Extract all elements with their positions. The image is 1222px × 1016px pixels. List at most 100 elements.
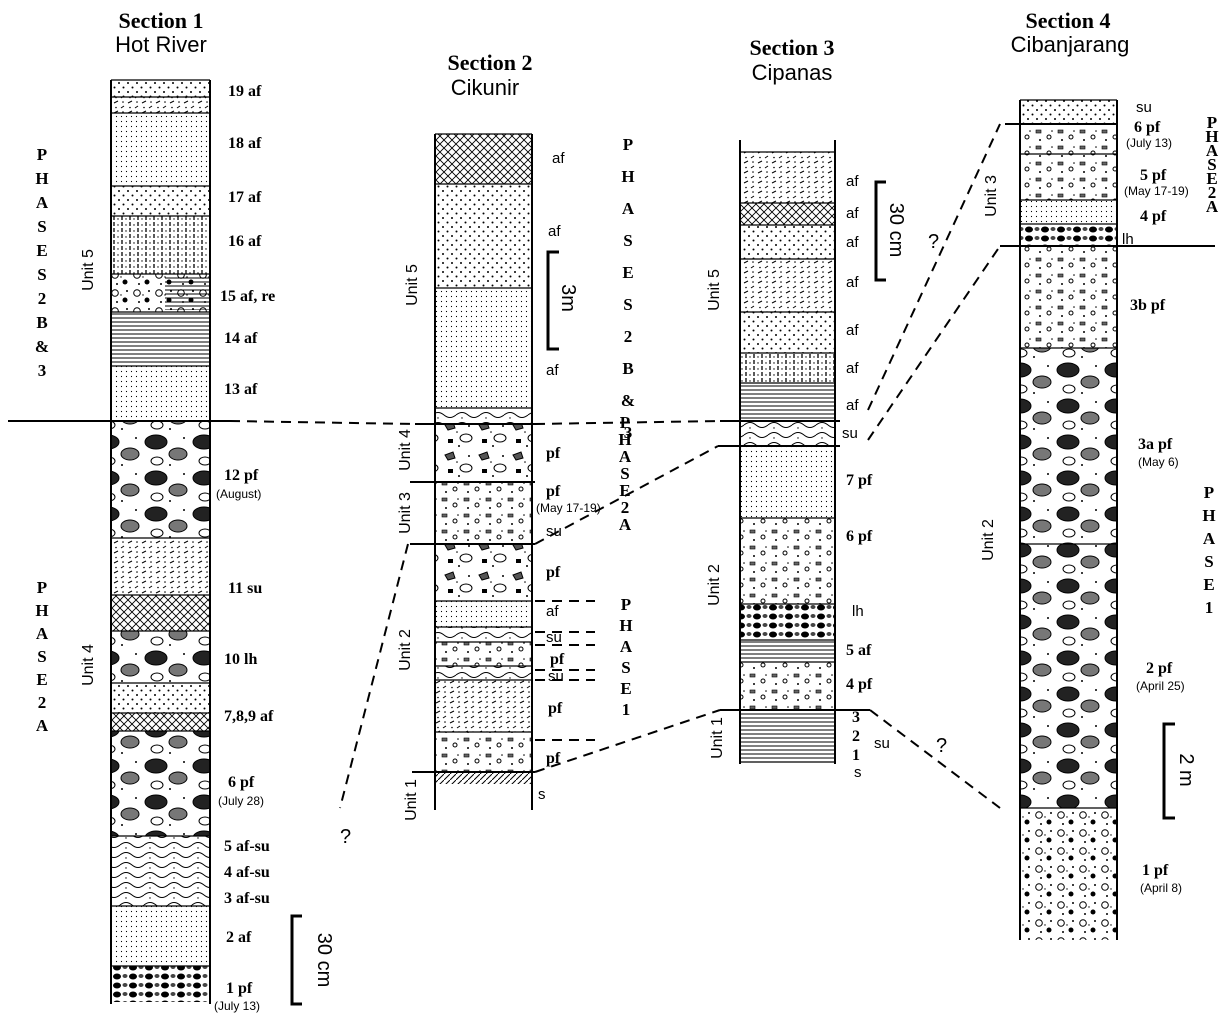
s2-layer-label: af — [548, 223, 561, 240]
s1-scale-label: 30 cm — [313, 933, 335, 987]
s2-layer-label: af — [552, 150, 565, 167]
section-3-name: Cipanas — [752, 60, 833, 85]
s4-layer-label: 3a pf — [1138, 436, 1173, 453]
s4-date: (April 8) — [1140, 881, 1182, 895]
s1-layer-label: 7,8,9 af — [224, 708, 274, 725]
s2-unit-label: Unit 4 — [397, 429, 414, 471]
s3-layer-label: 5 af — [846, 642, 872, 659]
s2-date: (May 17-19) — [536, 501, 601, 515]
s1-layer-label: 5 af-su — [224, 838, 270, 855]
s4-layer-label: 1 pf — [1142, 862, 1169, 879]
s1-date: (August) — [216, 487, 261, 501]
s4-layer-label: 4 pf — [1140, 208, 1167, 225]
s2-layer-label: pf — [546, 483, 561, 500]
s4-unit-label: Unit 3 — [983, 175, 1000, 217]
section-2-title: Section 2 — [448, 50, 533, 75]
s2-layer-label: pf — [546, 564, 561, 581]
scale-bars — [290, 180, 1175, 1006]
s3-layer-label: af — [846, 274, 859, 291]
s4-layer-label: 6 pf — [1134, 119, 1161, 136]
s2-layer-label: su — [546, 629, 562, 646]
s1-layer-label: 6 pf — [228, 774, 255, 791]
section-4-column — [1000, 99, 1215, 940]
s4-layer-label: 3b pf — [1130, 297, 1166, 314]
s3-unit-label: Unit 1 — [709, 717, 726, 759]
section-4-name: Cibanjarang — [1011, 32, 1130, 57]
s3-layer-label: su — [874, 735, 890, 752]
s4-unit-label: Unit 2 — [980, 519, 997, 561]
s4-layer-label: 5 pf — [1140, 167, 1167, 184]
s3-layer-label: 4 pf — [846, 676, 873, 693]
s1-layer-label: 16 af — [228, 233, 262, 250]
s3-layer-label: 2 — [852, 728, 860, 745]
s4-date: (May 17-19) — [1124, 184, 1189, 198]
s1-layer-label: 2 af — [226, 929, 252, 946]
s3-layer-label: af — [846, 322, 859, 339]
s3-layer-label: 1 — [852, 747, 860, 764]
section-2-name: Cikunir — [451, 75, 519, 100]
s1-date: (July 13) — [214, 999, 260, 1013]
s1-unit-label: Unit 4 — [80, 644, 97, 686]
s1-date: (July 28) — [218, 794, 264, 808]
s3-layer-label: 7 pf — [846, 472, 873, 489]
s4-date: (July 13) — [1126, 136, 1172, 150]
section-3-title: Section 3 — [750, 35, 835, 60]
s1-layer-label: 12 pf — [224, 467, 259, 484]
s1-layer-label: 3 af-su — [224, 890, 270, 907]
s2-unit-label: Unit 1 — [403, 779, 420, 821]
s4-layer-label: su — [1136, 99, 1152, 116]
s2-layer-label: su — [546, 523, 562, 540]
section-1-title: Section 1 — [119, 8, 204, 33]
s4-layer-label: lh — [1122, 231, 1134, 248]
s2-layer-label: pf — [548, 700, 563, 717]
s2-layer-label: pf — [546, 750, 561, 767]
section-3-column — [718, 140, 870, 764]
s1-layer-label: 4 af-su — [224, 864, 270, 881]
question-mark: ? — [340, 826, 351, 848]
s1-layer-label: 11 su — [228, 580, 262, 597]
s4-date: (April 25) — [1136, 679, 1185, 693]
s3-layer-label: lh — [852, 603, 864, 620]
correlation-lines — [229, 123, 1001, 809]
s4-layer-label: 2 pf — [1146, 660, 1173, 677]
s4-scale-label: 2 m — [1175, 753, 1197, 786]
section-1-labels: 19 af 18 af 17 af 16 af 15 af, re 14 af … — [80, 83, 335, 1013]
question-mark: ? — [936, 735, 947, 757]
s3-layer-label: su — [842, 425, 858, 442]
s3-layer-label: af — [846, 234, 859, 251]
section-2-column — [410, 133, 535, 810]
s3-layer-label: af — [846, 397, 859, 414]
s2-layer-label: pf — [546, 445, 561, 462]
section-2-labels: af af af pf pf (May 17-19) su pf af su p… — [397, 150, 601, 821]
s2-unit-label: Unit 5 — [404, 264, 421, 306]
s2-unit-label: Unit 2 — [397, 629, 414, 671]
question-mark: ? — [928, 231, 939, 253]
s3-layer-label: s — [854, 764, 862, 781]
s3-layer-label: 6 pf — [846, 528, 873, 545]
s2-unit-label: Unit 3 — [397, 492, 414, 534]
section-4-title: Section 4 — [1026, 8, 1111, 33]
s4-date: (May 6) — [1138, 455, 1179, 469]
s1-layer-label: 10 lh — [224, 651, 257, 668]
s3-layer-label: af — [846, 173, 859, 190]
s2-layer-label: af — [546, 362, 559, 379]
s1-layer-label: 15 af, re — [220, 288, 275, 305]
s2-layer-label: pf — [550, 651, 565, 668]
section-1-name: Hot River — [115, 32, 207, 57]
s1-layer-label: 17 af — [228, 189, 262, 206]
section-3-labels: af af af af af af af su 7 pf 6 pf lh 5 a… — [706, 173, 907, 781]
s3-layer-label: af — [846, 360, 859, 377]
s2-layer-label: af — [546, 603, 559, 620]
section-4-labels: su 6 pf (July 13) 5 pf (May 17-19) 4 pf … — [980, 99, 1197, 895]
s2-layer-label: s — [538, 786, 546, 803]
s3-unit-label: Unit 5 — [706, 269, 723, 311]
s1-layer-label: 1 pf — [226, 980, 253, 997]
